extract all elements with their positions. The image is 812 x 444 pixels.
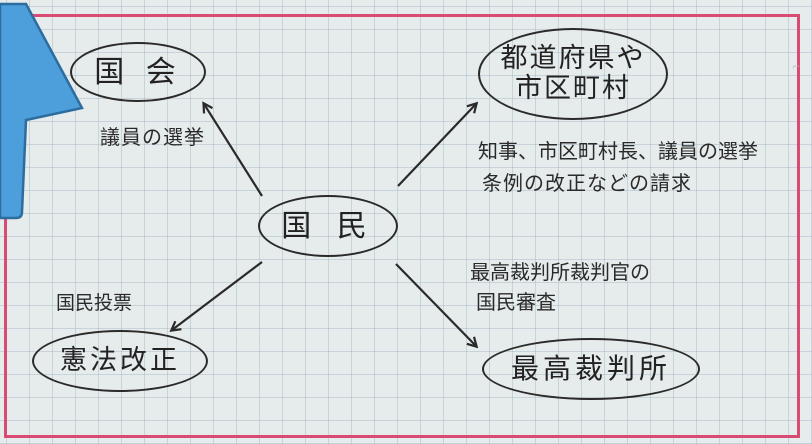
note-local-election: 知事、市区町村長、議員の選挙	[478, 139, 758, 163]
note-court-review-line1: 最高裁判所裁判官の	[470, 260, 650, 284]
node-local-label-line2: 市区町村	[515, 73, 631, 104]
node-local-government: 都道府県や 市区町村	[478, 28, 668, 120]
node-kenpo-label: 憲法改正	[60, 345, 180, 377]
node-kokumin-label: 国 民	[281, 208, 375, 244]
note-kokkai-election: 議員の選挙	[100, 125, 205, 149]
node-kokkai-label: 国 会	[94, 54, 182, 90]
note-kokumin-tohyo: 国民投票	[56, 292, 133, 314]
node-court-label: 最高裁判所	[510, 351, 671, 385]
node-local-label-line1: 都道府県や	[500, 43, 646, 75]
arrow-to-kenpo	[172, 261, 263, 330]
note-court-review-line2: 国民審査	[476, 290, 556, 314]
arrow-to-local	[397, 104, 476, 187]
node-kokkai: 国 会	[70, 42, 206, 102]
grid-corner-mark: ⌐	[792, 62, 801, 73]
note-local-ordinance: 条例の改正などの請求	[482, 171, 692, 195]
arrow-to-kokkai	[204, 104, 263, 197]
node-kokumin: 国 民	[258, 195, 398, 257]
node-kenpo-kaisei: 憲法改正	[32, 330, 208, 392]
page-border	[4, 14, 800, 438]
blue-callout-shape	[0, 2, 84, 220]
arrow-to-court	[395, 263, 476, 346]
node-supreme-court: 最高裁判所	[482, 338, 700, 400]
